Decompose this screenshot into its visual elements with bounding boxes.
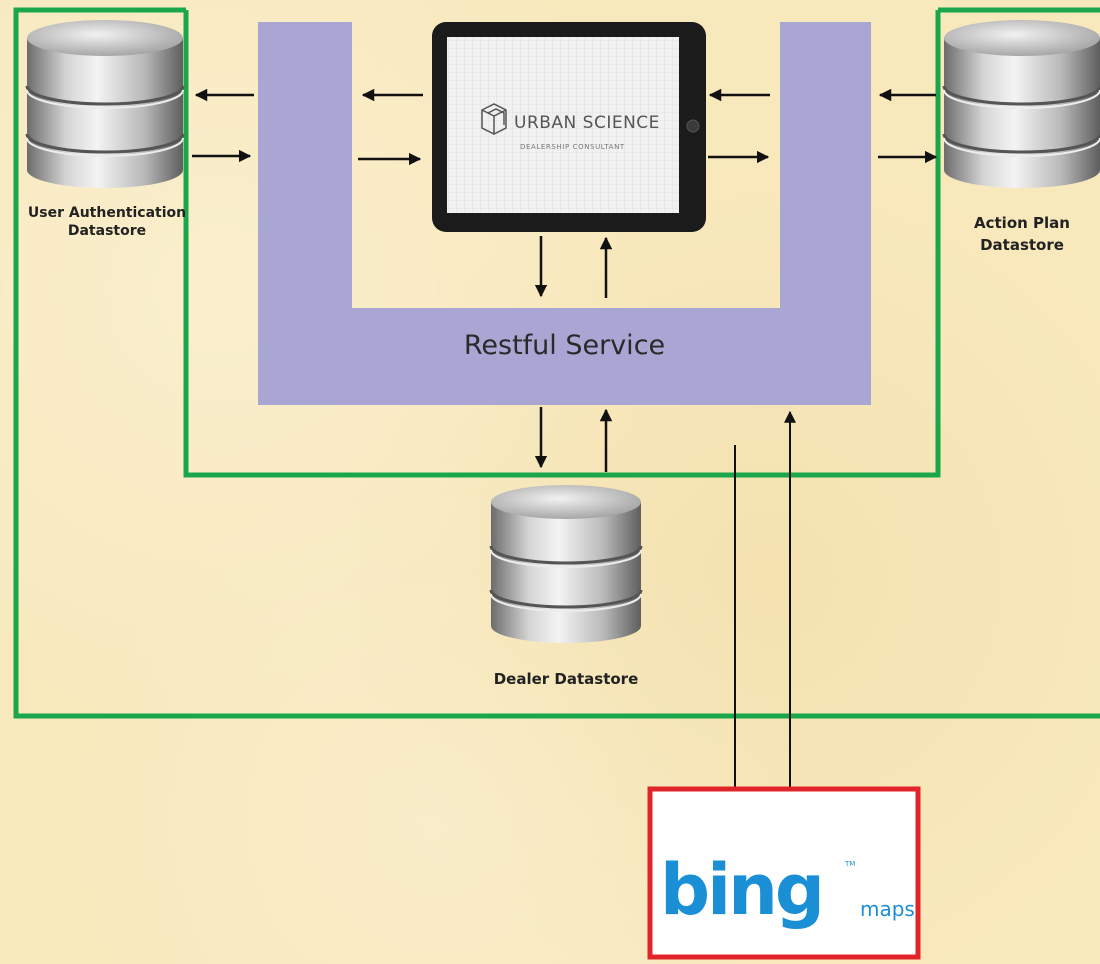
user-authentication-label-line1: User Authentication	[27, 205, 187, 221]
tablet-subtitle-text: DEALERSHIP CONSULTANT	[520, 143, 625, 151]
bing-tm-mark: TM	[844, 860, 855, 868]
tablet-home-button	[686, 119, 700, 133]
user-authentication-label-line2: Datastore	[67, 223, 147, 239]
user-authentication-label: User Authentication Datastore	[12, 204, 202, 240]
tablet-device: URBAN SCIENCE DEALERSHIP CONSULTANT	[432, 22, 706, 232]
bing-maps-text: maps	[860, 897, 915, 921]
inner-boundary	[183, 10, 941, 478]
action-plan-label-line1: Action Plan	[974, 214, 1070, 232]
outer-boundary	[13, 7, 1100, 719]
dealer-database-icon	[489, 485, 643, 643]
bing-maps-logo: bing maps TM	[647, 786, 921, 960]
action-plan-label-line2: Datastore	[980, 236, 1064, 254]
dealer-datastore-label: Dealer Datastore	[493, 670, 639, 688]
restful-service-block	[258, 22, 871, 405]
action-plan-database-icon	[942, 20, 1100, 188]
user-authentication-database-icon	[25, 20, 185, 188]
tablet-brand-text: URBAN SCIENCE	[514, 113, 660, 133]
restful-service-label: Restful Service	[463, 330, 666, 361]
action-plan-label: Action Plan Datastore	[947, 212, 1097, 256]
bing-wordmark: bing	[660, 849, 822, 931]
urban-science-logo-icon	[481, 103, 507, 135]
